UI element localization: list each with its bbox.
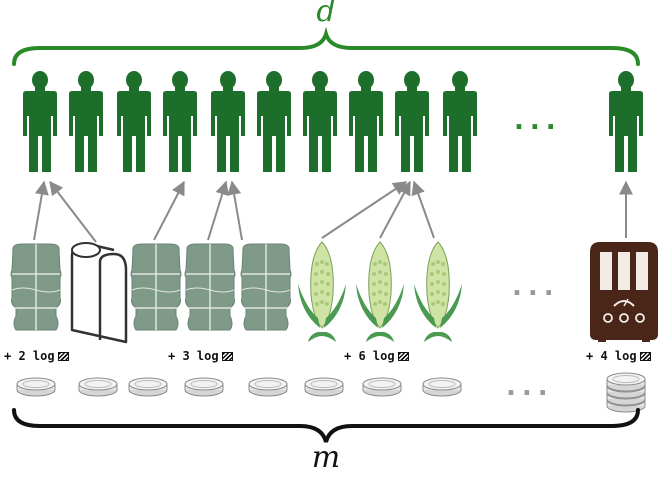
cost-text: + 4 log: [586, 349, 637, 363]
log-symbol-icon: [639, 352, 651, 361]
person-icon: [443, 71, 477, 172]
corn-cob-icon: [355, 241, 405, 343]
person-icon: [303, 71, 337, 172]
people-ellipsis: ...: [514, 106, 562, 136]
arrow: [153, 180, 185, 241]
person-icon: [117, 71, 151, 172]
cotton-bale-icon: [184, 243, 236, 331]
cost-text: + 2 log: [4, 349, 55, 363]
coin-stack-icon: [248, 377, 288, 397]
log-symbol-icon: [57, 352, 69, 361]
cost-label-3: + 6 log: [344, 349, 409, 363]
person-icon: [609, 71, 643, 172]
coin-stack-icon: [184, 377, 224, 397]
corn-cob-icon: [297, 241, 347, 343]
vintage-radio-icon: [590, 242, 658, 342]
coin-stack-icon: [304, 377, 344, 397]
person-icon: [23, 71, 57, 172]
arrow: [411, 180, 435, 239]
person-icon: [163, 71, 197, 172]
top-brace: [12, 26, 640, 66]
coin-stack-icon: [128, 377, 168, 397]
cost-label-2: + 3 log: [168, 349, 233, 363]
paper-roll-icon: [70, 242, 128, 344]
arrows: [33, 180, 633, 243]
person-icon: [349, 71, 383, 172]
cotton-bale-icon: [10, 243, 62, 331]
top-brace-label: d: [316, 0, 336, 29]
cost-text: + 3 log: [168, 349, 219, 363]
log-symbol-icon: [397, 352, 409, 361]
person-icon: [211, 71, 245, 172]
cost-text: + 6 log: [344, 349, 395, 363]
arrow: [207, 180, 229, 241]
person-icon: [69, 71, 103, 172]
coin-stack-icon: [422, 377, 462, 397]
person-icon: [257, 71, 291, 172]
bottom-brace: [12, 408, 640, 443]
bottom-brace-label: m: [311, 440, 341, 475]
coins-ellipsis: ...: [506, 372, 554, 402]
person-icon: [395, 71, 429, 172]
arrow: [321, 181, 408, 239]
items-row: [10, 241, 658, 344]
corn-cob-icon: [413, 241, 463, 343]
coin-stack-icon: [362, 377, 402, 397]
arrow: [49, 180, 97, 243]
arrow: [227, 180, 243, 241]
cotton-bale-icon: [240, 243, 292, 331]
coin-stack-icon: [16, 377, 56, 397]
arrow: [33, 180, 49, 241]
arrow: [379, 180, 411, 239]
cost-label-4: + 4 log: [586, 349, 651, 363]
log-symbol-icon: [221, 352, 233, 361]
cotton-bale-icon: [130, 243, 182, 331]
coin-stack-icon: [78, 377, 118, 397]
items-ellipsis: ...: [512, 272, 560, 302]
coin-stack-icon: [606, 372, 646, 413]
cost-label-1: + 2 log: [4, 349, 69, 363]
